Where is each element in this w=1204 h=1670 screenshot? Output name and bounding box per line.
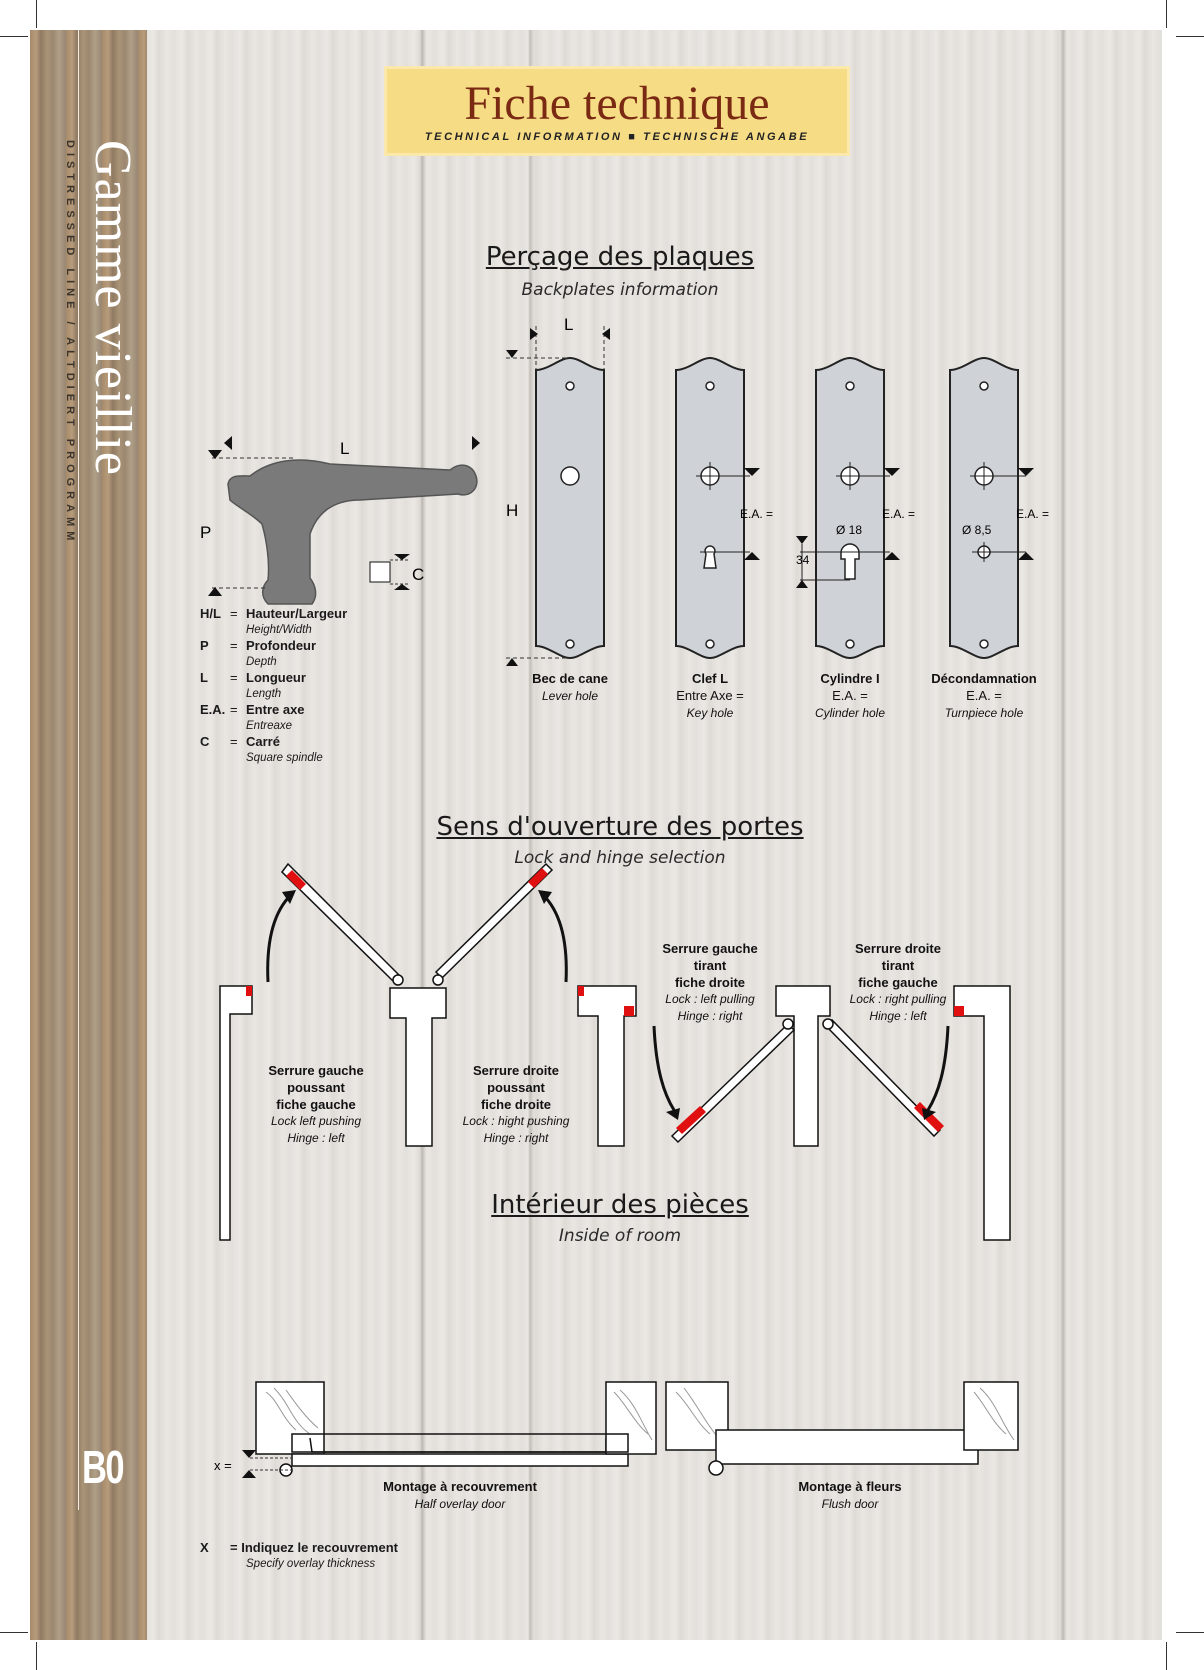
turnpiece-ea-label: E.A. =: [1016, 507, 1049, 521]
half-overlay-section: [255, 1381, 657, 1477]
page-number: B0: [82, 1441, 125, 1493]
x-label: x =: [214, 1458, 232, 1473]
backplate-key: [675, 356, 745, 660]
room-subtitle: Inside of room: [558, 1226, 682, 1246]
sidebar-wood-strip: [30, 30, 147, 1640]
room-title: Intérieur des pièces: [491, 1190, 749, 1220]
opening-arrows: [266, 897, 950, 1111]
backplate-turnpiece: [949, 356, 1019, 660]
backplate-lever: [535, 356, 605, 660]
crop-mark: [0, 1632, 28, 1633]
doors-subtitle: Lock and hinge selection: [514, 848, 726, 868]
crop-mark: [1176, 1632, 1204, 1633]
handle-dim-L: L: [340, 439, 349, 458]
cylinder-diameter: Ø 18: [836, 523, 862, 537]
doors-title: Sens d'ouverture des portes: [436, 812, 804, 842]
key-ea-label: E.A. =: [740, 507, 773, 521]
crop-mark: [1166, 0, 1167, 28]
turnpiece-diameter: Ø 8,5: [962, 523, 992, 537]
plate-label-key: Clef L Entre Axe = Key hole: [676, 671, 744, 720]
handle-dim-C: C: [412, 565, 424, 584]
crop-mark: [1176, 36, 1204, 37]
page-subtitle: TECHNICAL INFORMATION ■ TECHNISCHE ANGAB…: [424, 131, 810, 143]
crop-mark: [36, 1642, 37, 1670]
backplate-cylinder: [815, 356, 885, 660]
arrow-heads: [282, 890, 936, 1120]
lock-markers: [246, 868, 964, 1134]
handle-dim-P: P: [200, 523, 211, 542]
plate-label-cylinder: Cylindre I E.A. = Cylinder hole: [814, 671, 886, 720]
backplates-subtitle: Backplates information: [521, 280, 719, 300]
page: Gamme vieillie DISTRESSED LINE / ALTDIER…: [30, 30, 1162, 1640]
crop-mark: [36, 0, 37, 28]
lever-handle-drawing: [208, 436, 480, 605]
title-banner: Fiche technique TECHNICAL INFORMATION ■ …: [384, 66, 850, 156]
flush-section: [665, 1381, 1019, 1476]
door-frames: [219, 985, 1011, 1241]
backplates-title: Perçage des plaques: [485, 242, 755, 272]
hinge-pins: [392, 974, 834, 1030]
crop-mark: [1166, 1642, 1167, 1670]
technical-drawings: L P C L H E.A. =: [200, 315, 1049, 1478]
page-title: Fiche technique: [464, 77, 770, 130]
square-spindle-icon: [369, 561, 391, 583]
plate-dim-H: H: [506, 501, 518, 520]
crop-mark: [0, 36, 28, 37]
lever-handle-shape: [227, 459, 478, 605]
plate-label-turnpiece: Décondamnation E.A. = Turnpiece hole: [931, 671, 1037, 720]
cylinder-ea-label: E.A. =: [882, 507, 915, 521]
plate-dim-L: L: [564, 315, 573, 334]
cylinder-depth: 34: [796, 553, 810, 567]
